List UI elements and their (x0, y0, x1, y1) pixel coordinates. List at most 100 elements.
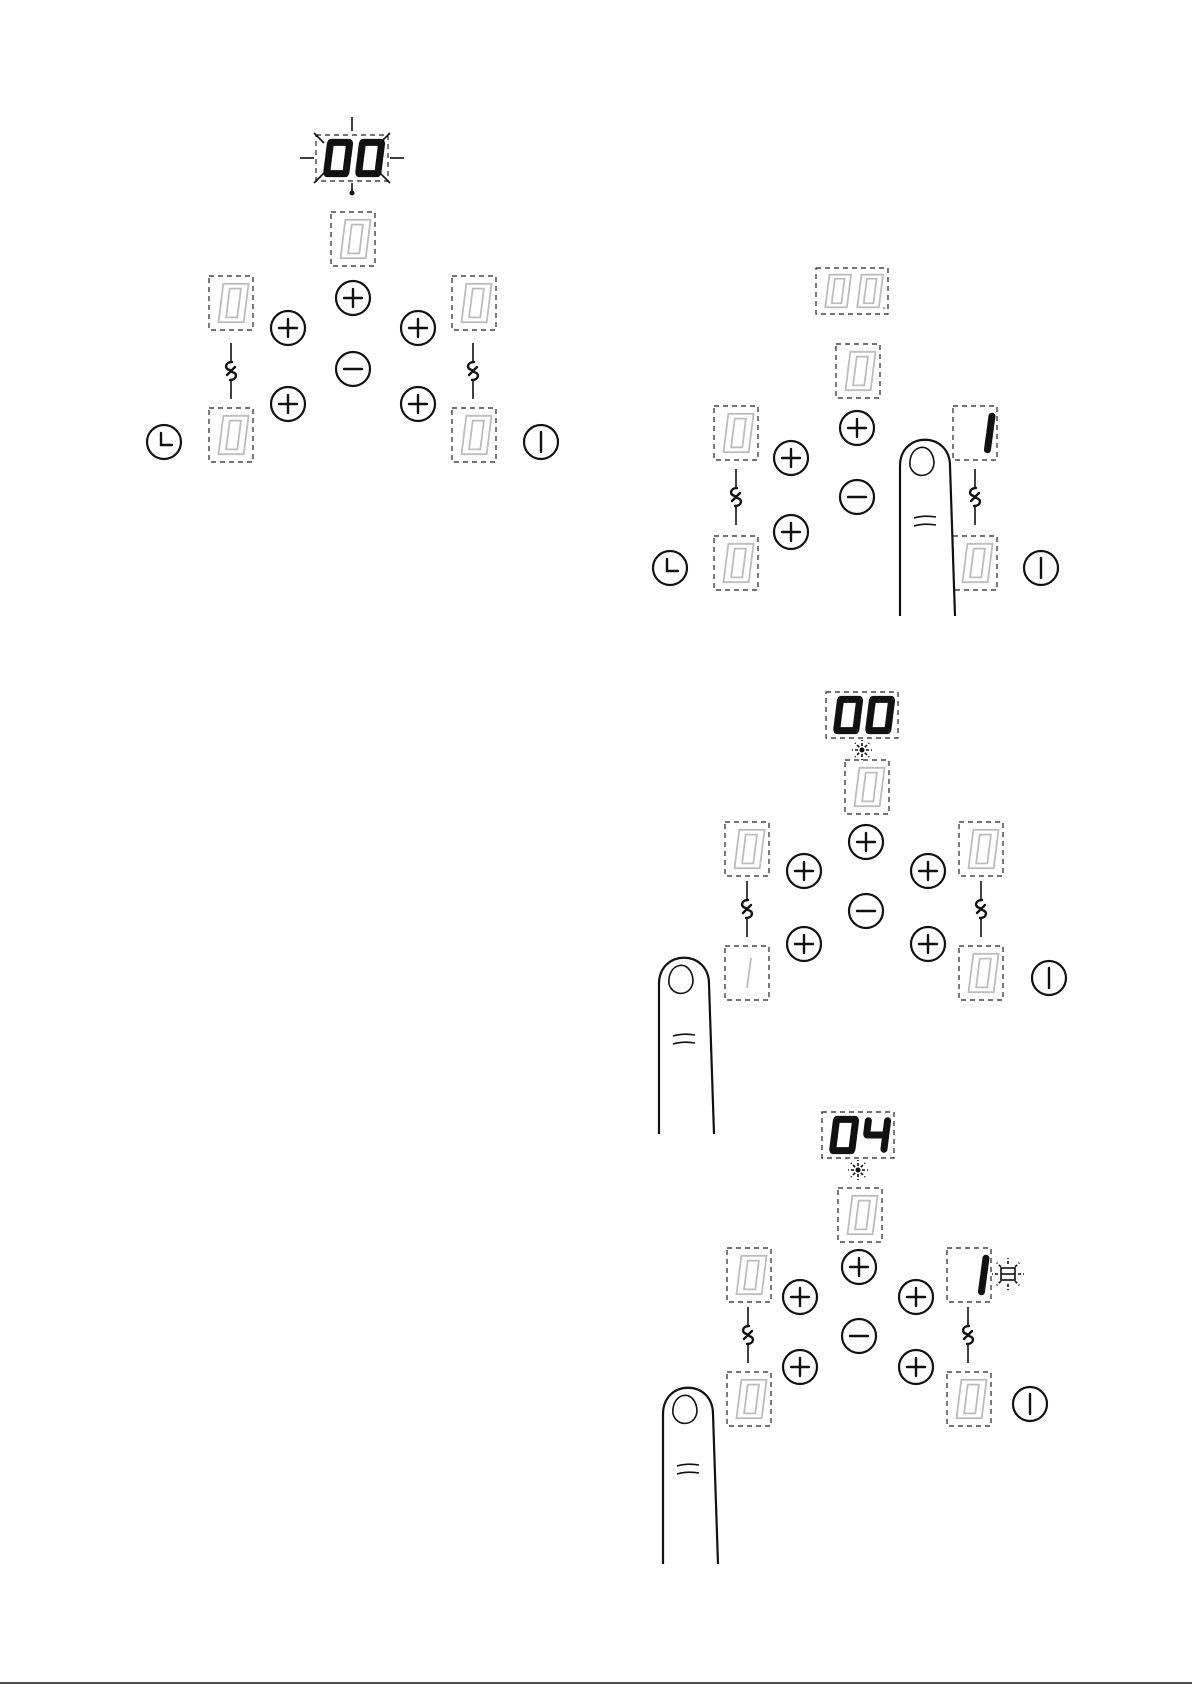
p2-zone-top-digit (846, 352, 876, 390)
p4-timer-digit-1-seg-f (835, 1121, 837, 1134)
p1-zone-tr-digit-outline (462, 284, 492, 322)
p4-zone-tr-digit-seg-c (981, 1276, 983, 1292)
p2-finger-outline (900, 440, 955, 616)
p1-zone-bl-digit-outline (219, 416, 249, 454)
p3-timer-digit-2-seg-f (871, 701, 873, 714)
p4-zone-top-digit (848, 1196, 878, 1234)
p3-zone-tr-digit-outline (969, 830, 999, 868)
p2-zone-br-digit (963, 544, 993, 582)
p2-zone-bl-digit-outline (724, 544, 754, 582)
p2-timer-button[interactable] (653, 551, 687, 585)
p1-zone-br-digit-outline (462, 416, 492, 454)
p3-zone-tr-digit (969, 830, 999, 868)
p3-zone-bl-frame (725, 946, 769, 1000)
p1-zone-tl-digit (219, 284, 249, 322)
p4-zone-br-digit-outline (957, 1380, 987, 1418)
p4-zone-bl-digit (737, 1380, 767, 1418)
p1-timer-digit-1-seg-e (327, 159, 329, 172)
p1-timer-digit-2-seg-e (359, 159, 361, 172)
panel-3 (659, 692, 1066, 1134)
p3-timer-digit-1-seg-f (839, 701, 841, 714)
p4-timer-digit-1-seg-b (854, 1121, 856, 1134)
p1-zone-top-digit (341, 220, 371, 258)
p2-zone-tr-digit-seg-b (990, 416, 992, 432)
p4-zone-tr-digit-seg-b (984, 1258, 986, 1274)
p3-timer-digit-1-seg-b (858, 701, 860, 714)
p2-zone-top-digit-outline (846, 352, 876, 390)
panel-2 (653, 268, 1058, 616)
p4-zone-tr-digit (981, 1258, 986, 1292)
p3-timer-dot (860, 748, 865, 753)
p1-zone-tr-digit (462, 284, 492, 322)
link-icon (743, 1326, 753, 1344)
p3-zone-bl-digit (747, 958, 751, 988)
p2-timer-digit-1-outline (825, 275, 851, 308)
p3-zone-tl-digit (735, 830, 765, 868)
p3-timer-digit-1-seg-e (837, 716, 839, 729)
p3-zone-br-digit (969, 954, 999, 992)
p1-zone-br-digit (462, 416, 492, 454)
p2-zone-tr-digit (987, 416, 992, 450)
p4-blink-rays-ray (861, 1163, 865, 1167)
p4-blink-rays-ray (851, 1173, 855, 1177)
link-icon (970, 488, 980, 506)
p4-timer-digit-1-seg-e (833, 1136, 835, 1149)
p4-heat-indicator-rays-ray (997, 1263, 1001, 1267)
p3-blink-rays-ray (865, 743, 869, 747)
p1-timer-digit-2 (359, 142, 382, 173)
p4-heat-indicator-rays-ray (997, 1281, 1001, 1285)
p2-zone-tl-digit (724, 414, 754, 452)
p4-timer-digit-1 (833, 1119, 856, 1150)
p1-zone-bl-digit (219, 416, 249, 454)
p3-timer-digit-1 (837, 699, 860, 730)
p1-timer-digit-1-seg-f (329, 144, 331, 157)
p2-finger (900, 440, 955, 616)
p4-zone-tl-digit-outline (737, 1256, 767, 1294)
p3-zone-top-digit-outline (855, 768, 885, 806)
p1-timer-button[interactable] (147, 425, 181, 459)
p1-timer-digit-2-seg-f (361, 144, 363, 157)
p4-zone-top-digit-outline (848, 1196, 878, 1234)
p4-heat-indicator-rays-ray (1015, 1281, 1019, 1285)
p3-blink-rays-ray (855, 753, 859, 757)
p1-zone-top-digit-outline (341, 220, 371, 258)
p4-zone-bl-digit-outline (737, 1380, 767, 1418)
p2-timer-digit-2-outline (857, 275, 883, 308)
link-icon (731, 488, 741, 506)
panel-4 (663, 1112, 1047, 1564)
p4-zone-tl-digit (737, 1256, 767, 1294)
p4-heat-indicator-rays-ray (1015, 1263, 1019, 1267)
link-icon (468, 362, 478, 380)
p3-timer-digit-2-seg-e (869, 716, 871, 729)
p4-zone-br-digit (957, 1380, 987, 1418)
p4-blink-rays-ray (861, 1173, 865, 1177)
p1-timer-digit-2-seg-b (380, 144, 382, 157)
panel-1 (147, 117, 558, 462)
link-icon (976, 900, 986, 918)
p2-zone-br-digit-outline (963, 544, 993, 582)
p1-zone-tl-digit-outline (219, 284, 249, 322)
p3-timer-digit-2 (869, 699, 892, 730)
p3-blink-rays-ray (865, 753, 869, 757)
p3-zone-tl-digit-outline (735, 830, 765, 868)
p2-zone-tl-digit-outline (724, 414, 754, 452)
p4-timer-dot (856, 1168, 861, 1173)
p2-zone-bl-digit (724, 544, 754, 582)
p3-blink-rays-ray (855, 743, 859, 747)
link-icon (963, 1326, 973, 1344)
p2-timer-digit-1 (825, 275, 851, 308)
p1-timer-dot (350, 191, 355, 196)
p3-timer-digit-2-seg-b (890, 701, 892, 714)
p2-zone-tr-digit-seg-c (987, 434, 989, 450)
p3-finger-outline (659, 958, 714, 1134)
link-icon (226, 362, 236, 380)
p4-finger (663, 1388, 718, 1564)
p2-timer-dot (883, 307, 886, 310)
p3-finger (659, 958, 714, 1134)
p2-timer-digit-2 (857, 275, 883, 308)
p3-zone-br-digit-outline (969, 954, 999, 992)
link-icon (742, 900, 752, 918)
p1-timer-digit-1 (327, 142, 350, 173)
p4-blink-rays-ray (851, 1163, 855, 1167)
